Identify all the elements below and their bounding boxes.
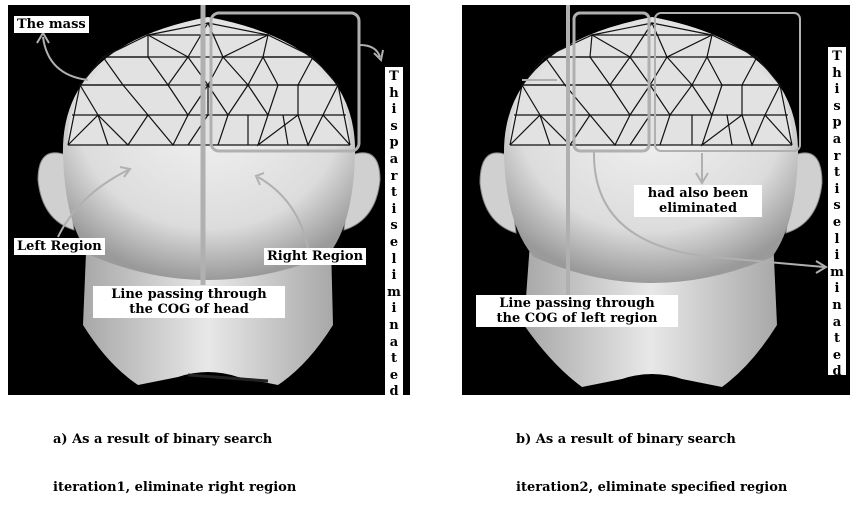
label-left-region: Left Region [14, 238, 105, 255]
caption-a: a) As a result of binary search iteratio… [53, 400, 296, 512]
panel-b-head-back-view: had also been eliminated Line passing th… [462, 5, 850, 395]
caption-b: b) As a result of binary search iteratio… [516, 400, 787, 512]
vertical-text-eliminated-a: Thispartiseliminated [385, 67, 403, 395]
label-right-region: Right Region [264, 248, 366, 265]
label-cog-left-line1: Line passing through [479, 296, 675, 311]
vertical-text-eliminated-b: Thispartiseliminated [828, 47, 846, 375]
panel-a-head-back-view: The mass Left Region Right Region Line p… [8, 5, 410, 395]
label-cog-head-line2: the COG of head [96, 302, 282, 317]
caption-b-line2: iteration2, eliminate specified region [516, 480, 787, 496]
caption-b-line1: b) As a result of binary search [516, 432, 787, 448]
caption-a-line1: a) As a result of binary search [53, 432, 296, 448]
caption-a-line2: iteration1, eliminate right region [53, 480, 296, 496]
head-illustration-a [8, 5, 410, 395]
label-also-line1: had also been [637, 186, 759, 201]
label-cog-head-line1: Line passing through [96, 287, 282, 302]
label-cog-head: Line passing through the COG of head [93, 286, 285, 318]
label-the-mass: The mass [14, 16, 89, 33]
label-also-eliminated: had also been eliminated [634, 185, 762, 217]
label-also-line2: eliminated [637, 201, 759, 216]
label-cog-left-region: Line passing through the COG of left reg… [476, 295, 678, 327]
label-cog-left-line2: the COG of left region [479, 311, 675, 326]
